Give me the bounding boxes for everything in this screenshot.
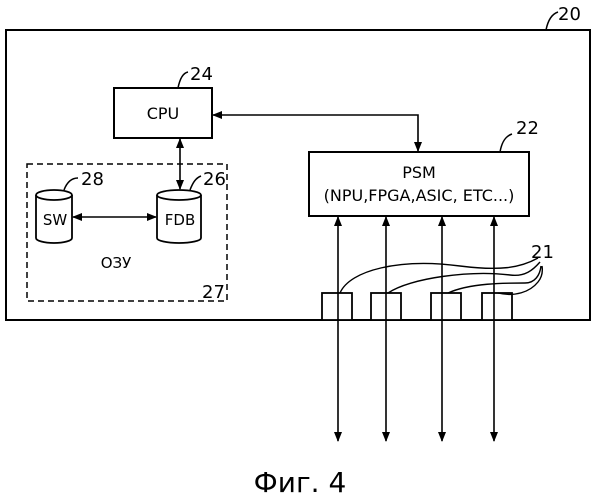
cpu-ref-label: 24: [190, 64, 213, 85]
sw-label: SW: [43, 211, 68, 229]
psm-ref-label: 22: [516, 118, 539, 139]
device-ref-label: 20: [558, 4, 581, 25]
memory-ref-label: 27: [202, 282, 225, 303]
device-ref-leader: [546, 12, 558, 30]
port-4: [482, 293, 512, 320]
cpu-block-label: CPU: [147, 104, 180, 123]
psm-block: [309, 152, 529, 216]
fdb-ref-label: 26: [203, 169, 226, 190]
figure-caption: Фиг. 4: [254, 466, 347, 499]
ports-ref-label: 21: [531, 242, 554, 263]
fdb-label: FDB: [165, 211, 195, 229]
port-1: [322, 293, 352, 320]
psm-block-label: PSM: [402, 163, 436, 182]
cpu-psm-arrow: [213, 115, 418, 151]
psm-ref-leader: [500, 134, 512, 152]
psm-block-sublabel: (NPU,FPGA,ASIC, ETC...): [324, 186, 515, 205]
sw-ref-label: 28: [81, 169, 104, 190]
cpu-ref-leader: [178, 72, 188, 88]
ports-ref-leaders: [340, 258, 542, 294]
sw-ref-leader: [64, 178, 78, 190]
fdb-ref-leader: [190, 176, 201, 190]
port-3: [431, 293, 461, 320]
memory-label: ОЗУ: [101, 254, 132, 272]
